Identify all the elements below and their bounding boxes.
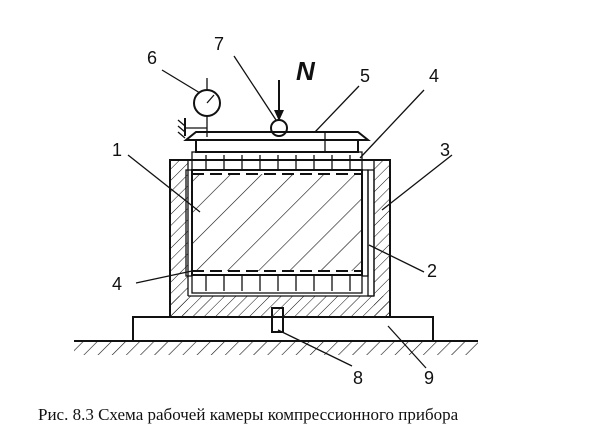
porous-stone-bottom bbox=[191, 270, 363, 294]
label-2: 2 bbox=[427, 261, 437, 281]
porous-stone-top bbox=[191, 151, 363, 175]
loading-piston bbox=[183, 131, 371, 153]
load-arrow bbox=[274, 80, 284, 121]
label-4-top: 4 bbox=[429, 66, 439, 86]
leader-lines bbox=[127, 55, 453, 369]
label-load-n: N bbox=[296, 56, 316, 86]
soil-sample bbox=[191, 169, 363, 276]
label-4-bottom: 4 bbox=[112, 274, 122, 294]
label-7: 7 bbox=[214, 34, 224, 54]
label-6: 6 bbox=[147, 48, 157, 68]
load-ball bbox=[270, 119, 288, 137]
ground bbox=[74, 340, 478, 355]
label-9: 9 bbox=[424, 368, 434, 388]
label-3: 3 bbox=[440, 140, 450, 160]
figure-caption: Рис. 8.3 Схема рабочей камеры компрессио… bbox=[38, 405, 459, 424]
label-5: 5 bbox=[360, 66, 370, 86]
dial-indicator bbox=[177, 78, 221, 139]
label-8: 8 bbox=[353, 368, 363, 388]
label-1: 1 bbox=[112, 140, 122, 160]
